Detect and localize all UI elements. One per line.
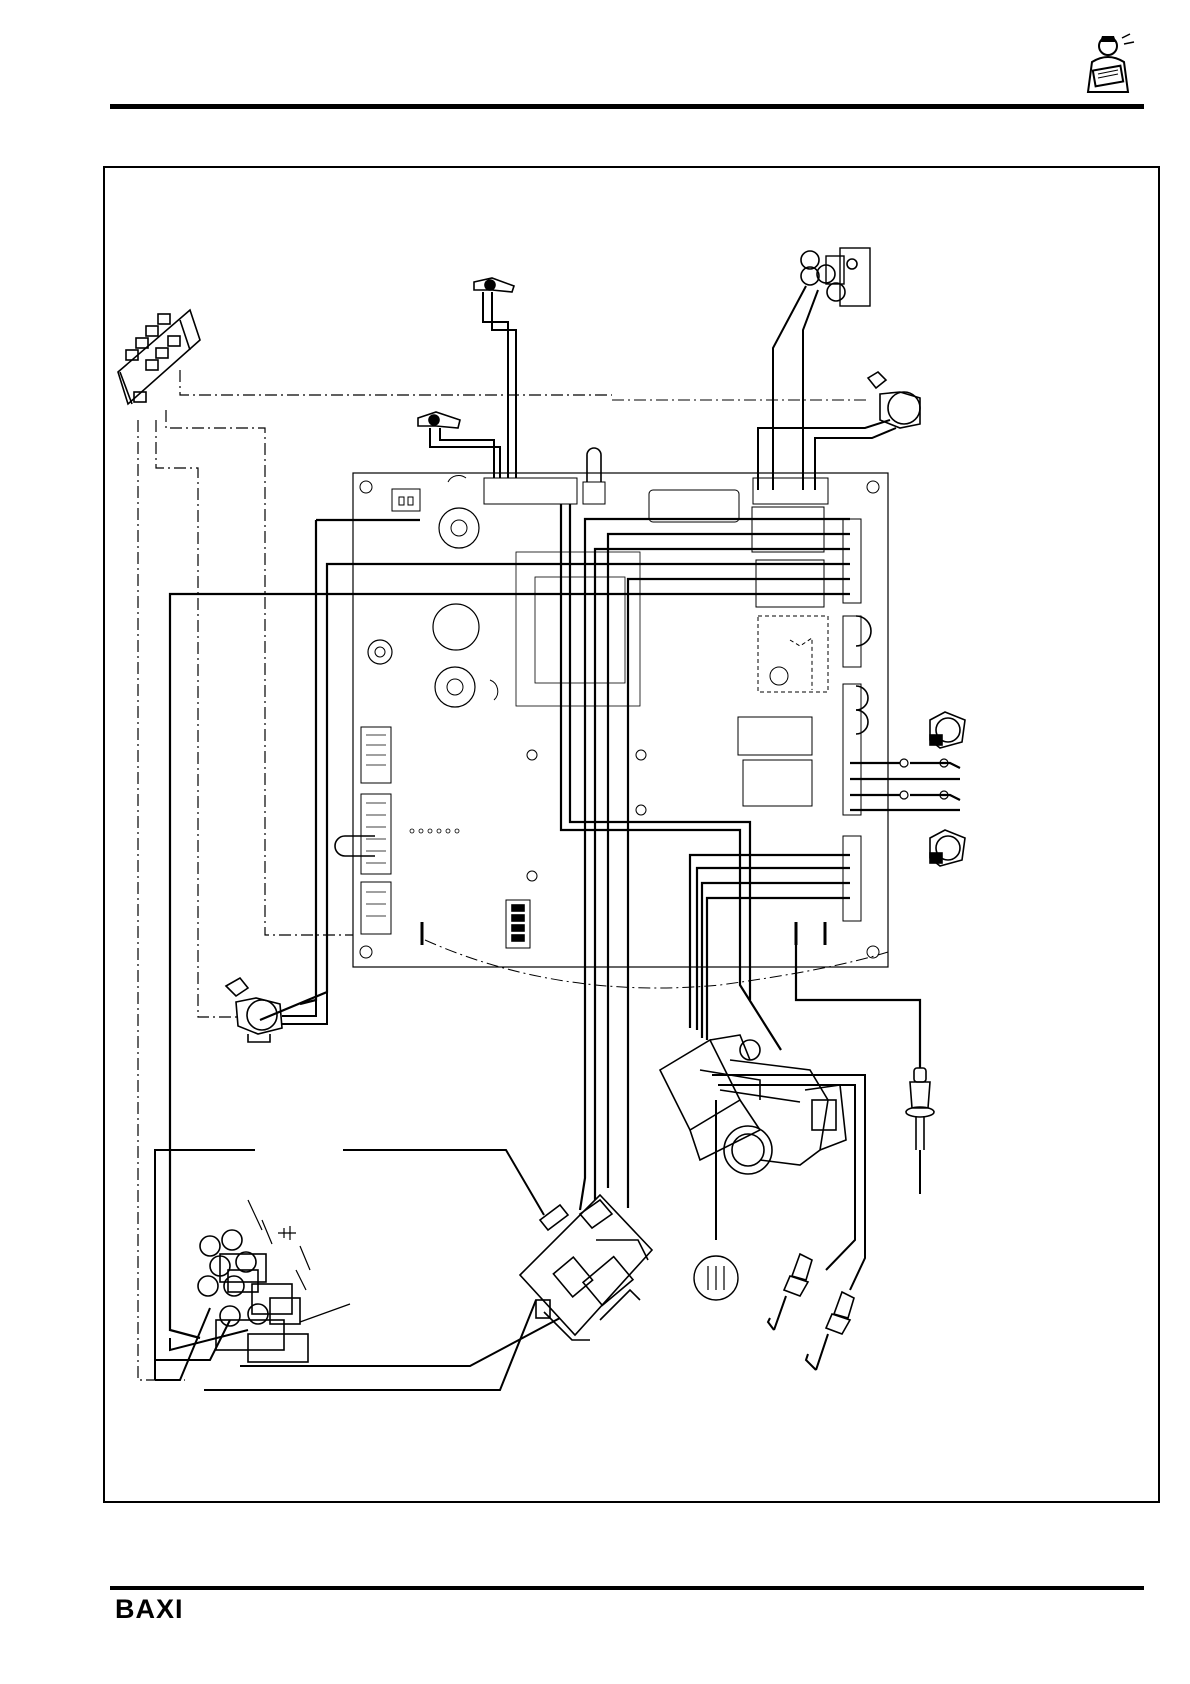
fan-connector (773, 248, 870, 490)
pump-motor (758, 372, 920, 490)
overheat-thermostat (930, 712, 965, 748)
temperature-sensor (418, 412, 500, 478)
ignition-transformer (520, 1195, 652, 1340)
overheat-thermostat (930, 830, 965, 866)
diverter-valve-motor (226, 978, 327, 1042)
ignition-electrode (768, 1254, 812, 1330)
harness-wires (170, 504, 960, 1338)
gas-valve (660, 1035, 865, 1290)
flame-sense-electrode (906, 1068, 934, 1194)
ignition-electrode (806, 1292, 854, 1370)
brand-logo: BAXI (115, 1594, 184, 1625)
ground-symbol (278, 1226, 296, 1240)
terminal-strip (155, 1150, 560, 1390)
ground-symbol (694, 1256, 738, 1300)
mains-terminal-block (118, 310, 612, 1380)
footer-rule (110, 1586, 1144, 1590)
control-pcb (335, 448, 888, 988)
